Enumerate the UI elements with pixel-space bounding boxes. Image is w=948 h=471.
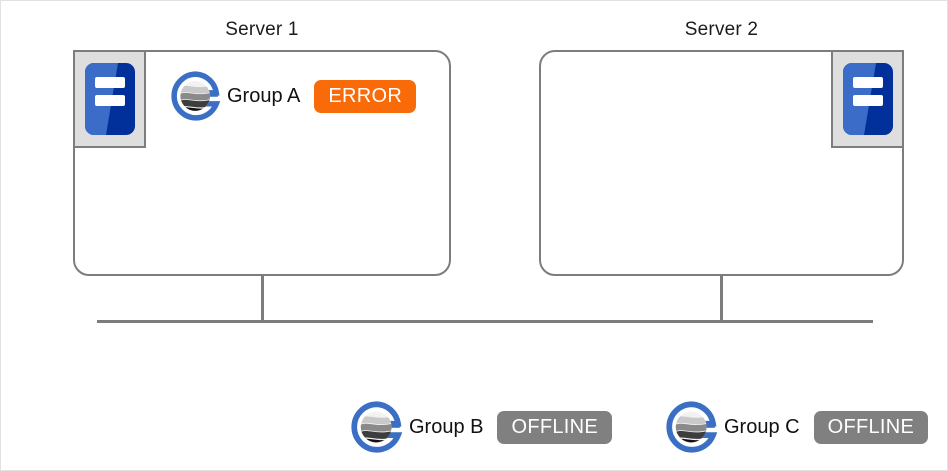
group-b-label: Group B xyxy=(409,415,484,438)
cluster-bus-line xyxy=(97,320,873,323)
server-chassis-icon[interactable] xyxy=(831,50,904,148)
server-2-title: Server 2 xyxy=(684,19,759,40)
group-a-label: Group A xyxy=(227,84,301,107)
gluster-globe-icon xyxy=(666,401,718,453)
group-row-a[interactable]: Group A ERROR xyxy=(171,71,417,121)
server-2-bus-connector xyxy=(720,275,723,323)
group-row-c[interactable]: Group C OFFLINE xyxy=(666,401,929,453)
group-c-label: Group C xyxy=(724,415,800,438)
group-c-status-badge[interactable]: OFFLINE xyxy=(813,410,929,444)
group-row-b[interactable]: Group B OFFLINE xyxy=(351,401,613,453)
gluster-globe-icon xyxy=(171,71,221,121)
server-1-bus-connector xyxy=(261,275,264,323)
group-a-status-badge[interactable]: ERROR xyxy=(314,79,417,113)
server-chassis-icon[interactable] xyxy=(73,50,146,148)
server-1-title: Server 1 xyxy=(225,19,299,40)
group-b-status-badge[interactable]: OFFLINE xyxy=(497,410,613,444)
gluster-globe-icon xyxy=(351,401,403,453)
